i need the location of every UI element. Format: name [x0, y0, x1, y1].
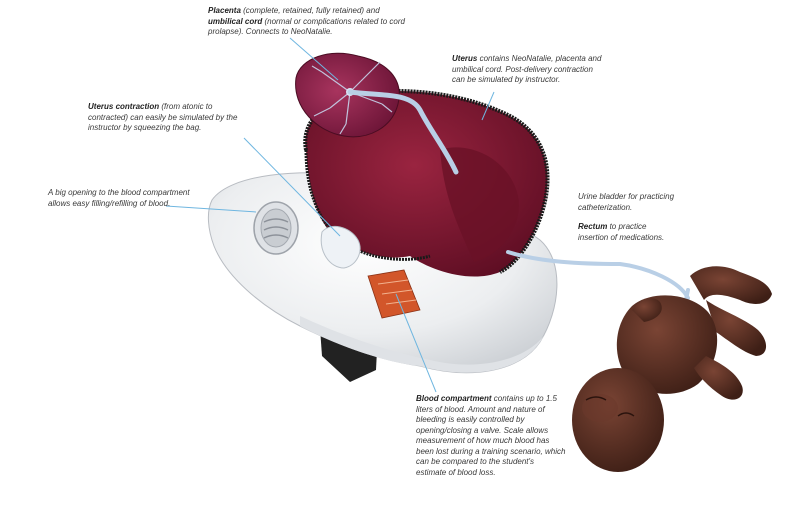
blood-scale	[367, 269, 421, 319]
leader-lines	[165, 37, 495, 393]
birth-canal-insert	[320, 225, 361, 269]
blood-opening	[253, 201, 299, 255]
umbilical-cord-tail	[506, 250, 690, 300]
callout-placenta: Placenta (complete, retained, fully reta…	[208, 6, 405, 36]
neonatalie-baby	[572, 266, 772, 472]
callout-opening: A big opening to the blood compartment a…	[48, 188, 190, 208]
leader-placenta	[289, 37, 339, 81]
placenta	[295, 52, 400, 138]
callout-uterus: Uterus contains NeoNatalie, placenta and…	[452, 54, 602, 84]
callout-blood-compartment: Blood compartment contains up to 1.5 lit…	[416, 394, 566, 477]
leader-blood	[395, 293, 437, 393]
callout-contraction: Uterus contraction (from atonic to contr…	[88, 102, 238, 132]
leader-contraction	[243, 137, 341, 237]
umbilical-cord	[347, 89, 459, 175]
leader-uterus	[481, 91, 495, 121]
uterus-fold	[440, 147, 519, 262]
callout-bladder: Urine bladder for practicing catheteriza…	[578, 192, 675, 212]
leader-opening	[165, 205, 257, 213]
callout-rectum: Rectum to practice insertion of medicati…	[578, 222, 665, 242]
